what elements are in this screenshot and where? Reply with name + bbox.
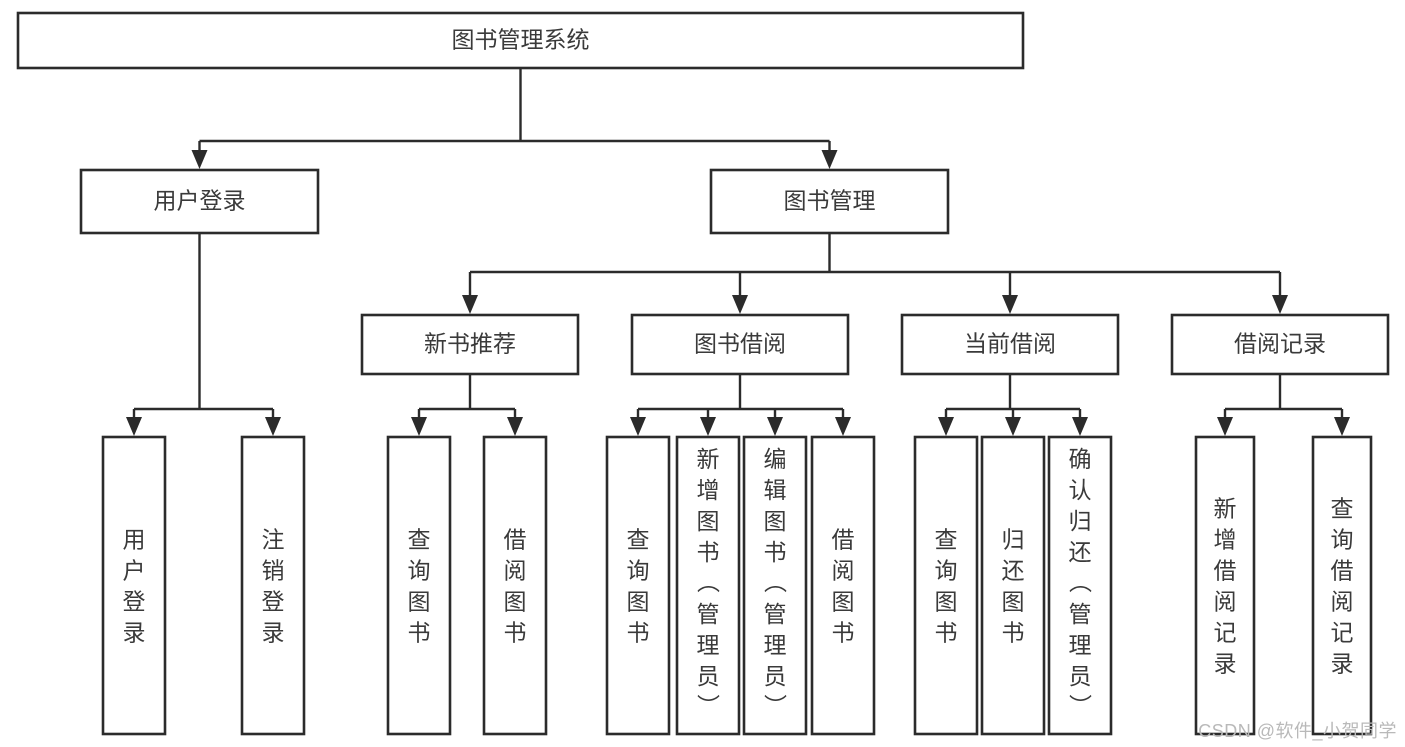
arrow-head-icon bbox=[732, 295, 748, 314]
node-label-vertical: 用户登录 bbox=[123, 527, 146, 646]
node-label-vertical: 查询图书 bbox=[935, 527, 958, 646]
arrow-head-icon bbox=[821, 150, 838, 169]
node-leaf-3[interactable]: 借阅图书 bbox=[482, 435, 548, 736]
node-label-vertical: 归还图书 bbox=[1002, 527, 1025, 646]
node-leaf-12[interactable]: 查询借阅记录 bbox=[1311, 435, 1373, 736]
node-label: 图书管理系统 bbox=[452, 27, 590, 53]
arrow-head-icon bbox=[1217, 417, 1233, 436]
node-box-rect bbox=[675, 435, 741, 736]
node-leaf-2[interactable]: 查询图书 bbox=[386, 435, 452, 736]
node-level2-0[interactable]: 用户登录 bbox=[79, 168, 320, 235]
node-box-rect bbox=[240, 435, 306, 736]
node-level3-0[interactable]: 新书推荐 bbox=[360, 313, 580, 376]
node-leaf-8[interactable]: 查询图书 bbox=[913, 435, 979, 736]
node-box-rect bbox=[360, 313, 580, 376]
arrow-head-icon bbox=[1272, 295, 1288, 314]
node-box-rect bbox=[1170, 313, 1390, 376]
arrow-head-icon bbox=[507, 417, 523, 436]
node-label-vertical: 查询图书 bbox=[627, 527, 650, 646]
arrow-head-icon bbox=[462, 295, 478, 314]
node-level3-3[interactable]: 借阅记录 bbox=[1170, 313, 1390, 376]
node-box-rect bbox=[79, 168, 320, 235]
node-leaf-4[interactable]: 查询图书 bbox=[605, 435, 671, 736]
node-box-rect bbox=[482, 435, 548, 736]
node-box-rect bbox=[913, 435, 979, 736]
node-label: 新书推荐 bbox=[424, 331, 516, 357]
node-label-vertical: 查询借阅记录 bbox=[1331, 496, 1354, 677]
node-label-vertical: 注销登录 bbox=[262, 527, 285, 646]
arrow-head-icon bbox=[700, 417, 716, 436]
arrow-head-icon bbox=[767, 417, 783, 436]
node-box-rect bbox=[605, 435, 671, 736]
node-label-vertical: 查询图书 bbox=[408, 527, 431, 646]
node-leaf-9[interactable]: 归还图书 bbox=[980, 435, 1046, 736]
arrow-head-icon bbox=[938, 417, 954, 436]
arrow-head-icon bbox=[1005, 417, 1021, 436]
node-boxes-layer: 图书管理系统用户登录图书管理新书推荐图书借阅当前借阅借阅记录用户登录注销登录查询… bbox=[16, 11, 1390, 736]
node-leaf-7[interactable]: 借阅图书 bbox=[810, 435, 876, 736]
node-root-图书管理系统[interactable]: 图书管理系统 bbox=[16, 11, 1025, 70]
node-label-vertical: 编辑图书（管理员） bbox=[764, 446, 788, 720]
node-box-rect bbox=[386, 435, 452, 736]
arrow-head-icon bbox=[1072, 417, 1088, 436]
connector-lines-layer bbox=[126, 68, 1350, 436]
node-leaf-5[interactable]: 新增图书（管理员） bbox=[675, 435, 741, 736]
arrow-head-icon bbox=[630, 417, 646, 436]
node-label-vertical: 借阅图书 bbox=[504, 527, 527, 646]
node-box-rect bbox=[1311, 435, 1373, 736]
node-box-rect bbox=[709, 168, 950, 235]
node-label: 图书管理 bbox=[784, 188, 876, 214]
node-box-rect bbox=[742, 435, 808, 736]
node-label: 用户登录 bbox=[154, 188, 246, 214]
node-label: 图书借阅 bbox=[694, 331, 786, 357]
node-box-rect bbox=[101, 435, 167, 736]
arrow-head-icon bbox=[411, 417, 427, 436]
node-leaf-1[interactable]: 注销登录 bbox=[240, 435, 306, 736]
node-label-vertical: 新增图书（管理员） bbox=[697, 446, 721, 720]
arrow-head-icon bbox=[1002, 295, 1018, 314]
node-label-vertical: 新增借阅记录 bbox=[1214, 496, 1237, 677]
arrow-head-icon bbox=[265, 417, 281, 436]
arrow-head-icon bbox=[191, 150, 208, 169]
node-level2-1[interactable]: 图书管理 bbox=[709, 168, 950, 235]
node-box-rect bbox=[16, 11, 1025, 70]
node-box-rect bbox=[1194, 435, 1256, 736]
node-label-vertical: 借阅图书 bbox=[832, 527, 855, 646]
node-level3-2[interactable]: 当前借阅 bbox=[900, 313, 1120, 376]
node-box-rect bbox=[900, 313, 1120, 376]
node-leaf-11[interactable]: 新增借阅记录 bbox=[1194, 435, 1256, 736]
node-box-rect bbox=[1047, 435, 1113, 736]
arrow-head-icon bbox=[1334, 417, 1350, 436]
node-box-rect bbox=[630, 313, 850, 376]
node-leaf-0[interactable]: 用户登录 bbox=[101, 435, 167, 736]
node-leaf-10[interactable]: 确认归还（管理员） bbox=[1047, 435, 1113, 736]
node-box-rect bbox=[980, 435, 1046, 736]
node-label-vertical: 确认归还（管理员） bbox=[1069, 446, 1093, 720]
arrow-head-icon bbox=[126, 417, 142, 436]
node-leaf-6[interactable]: 编辑图书（管理员） bbox=[742, 435, 808, 736]
node-level3-1[interactable]: 图书借阅 bbox=[630, 313, 850, 376]
node-label: 当前借阅 bbox=[964, 331, 1056, 357]
arrow-head-icon bbox=[835, 417, 851, 436]
node-label: 借阅记录 bbox=[1234, 331, 1326, 357]
node-box-rect bbox=[810, 435, 876, 736]
